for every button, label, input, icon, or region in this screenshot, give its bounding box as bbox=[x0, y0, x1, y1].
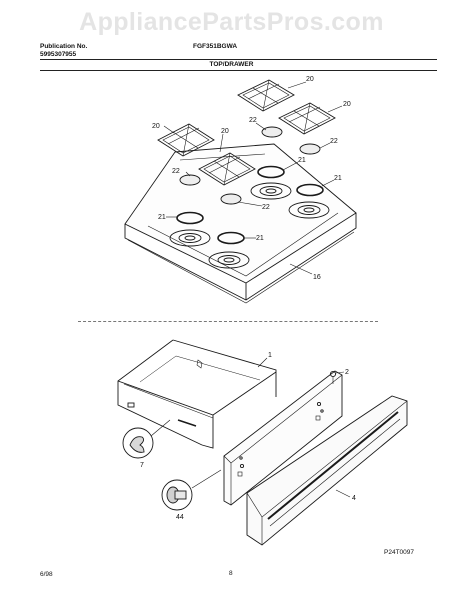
callout-grate-a: 20 bbox=[152, 123, 160, 130]
callout-clip: 7 bbox=[140, 462, 144, 469]
screw bbox=[329, 370, 337, 384]
header-divider-bottom bbox=[40, 70, 437, 71]
callout-drawer: 1 bbox=[268, 352, 272, 359]
watermark: AppliancePartsPros.com bbox=[79, 8, 384, 36]
publication-number: 5995307955 bbox=[40, 51, 77, 58]
grate-lower-right bbox=[278, 102, 336, 135]
callout-cap-c: 22 bbox=[172, 168, 180, 175]
callout-grate-d: 20 bbox=[343, 101, 351, 108]
burner-ring-a bbox=[176, 211, 204, 225]
burner-front-left bbox=[169, 229, 211, 247]
burner-cap-b bbox=[220, 193, 242, 205]
burner-cap-a bbox=[179, 174, 201, 186]
leader-lines-top bbox=[163, 81, 343, 275]
footer-date: 6/98 bbox=[40, 571, 53, 578]
callout-screw: 2 bbox=[345, 369, 349, 376]
drawer-clip-detail bbox=[122, 419, 171, 459]
grate-lower-left bbox=[198, 152, 256, 186]
footer-page-number: 8 bbox=[229, 570, 233, 577]
callout-ring-c: 21 bbox=[158, 214, 166, 221]
drawer-front-panel bbox=[223, 370, 343, 506]
cooktop bbox=[124, 143, 357, 304]
burner-ring-c bbox=[257, 165, 285, 179]
callout-ring-a: 21 bbox=[298, 157, 306, 164]
burner-front-right bbox=[208, 251, 250, 269]
burner-rear-right bbox=[288, 201, 330, 219]
drawer-roller-detail bbox=[161, 469, 222, 511]
figure-code: P24T0097 bbox=[384, 549, 414, 556]
drawer-body bbox=[117, 339, 277, 449]
grate-upper-right bbox=[237, 79, 295, 112]
leader-lines-bottom bbox=[257, 357, 351, 498]
model-number: FGF351BGWA bbox=[193, 43, 238, 50]
callout-roller: 44 bbox=[176, 514, 184, 521]
section-title: TOP/DRAWER bbox=[209, 61, 254, 68]
callout-cooktop: 16 bbox=[313, 274, 321, 281]
callout-cap-b: 22 bbox=[330, 138, 338, 145]
burner-cap-d bbox=[299, 143, 321, 155]
callout-ring-d: 21 bbox=[256, 235, 264, 242]
callout-cap-a: 22 bbox=[249, 117, 257, 124]
header-divider-top bbox=[40, 59, 437, 60]
callout-grate-b: 20 bbox=[221, 128, 229, 135]
publication-label: Publication No. bbox=[40, 43, 88, 50]
drawer-handle-panel bbox=[246, 395, 408, 546]
callout-ring-b: 21 bbox=[334, 175, 342, 182]
burner-cap-c bbox=[261, 126, 283, 138]
callout-grate-c: 20 bbox=[306, 76, 314, 83]
grate-upper-left bbox=[157, 123, 215, 157]
callout-cap-d: 22 bbox=[262, 204, 270, 211]
burner-ring-d bbox=[296, 183, 324, 197]
burner-rear-left bbox=[250, 182, 292, 200]
section-divider bbox=[78, 321, 378, 322]
callout-handle: 4 bbox=[352, 495, 356, 502]
